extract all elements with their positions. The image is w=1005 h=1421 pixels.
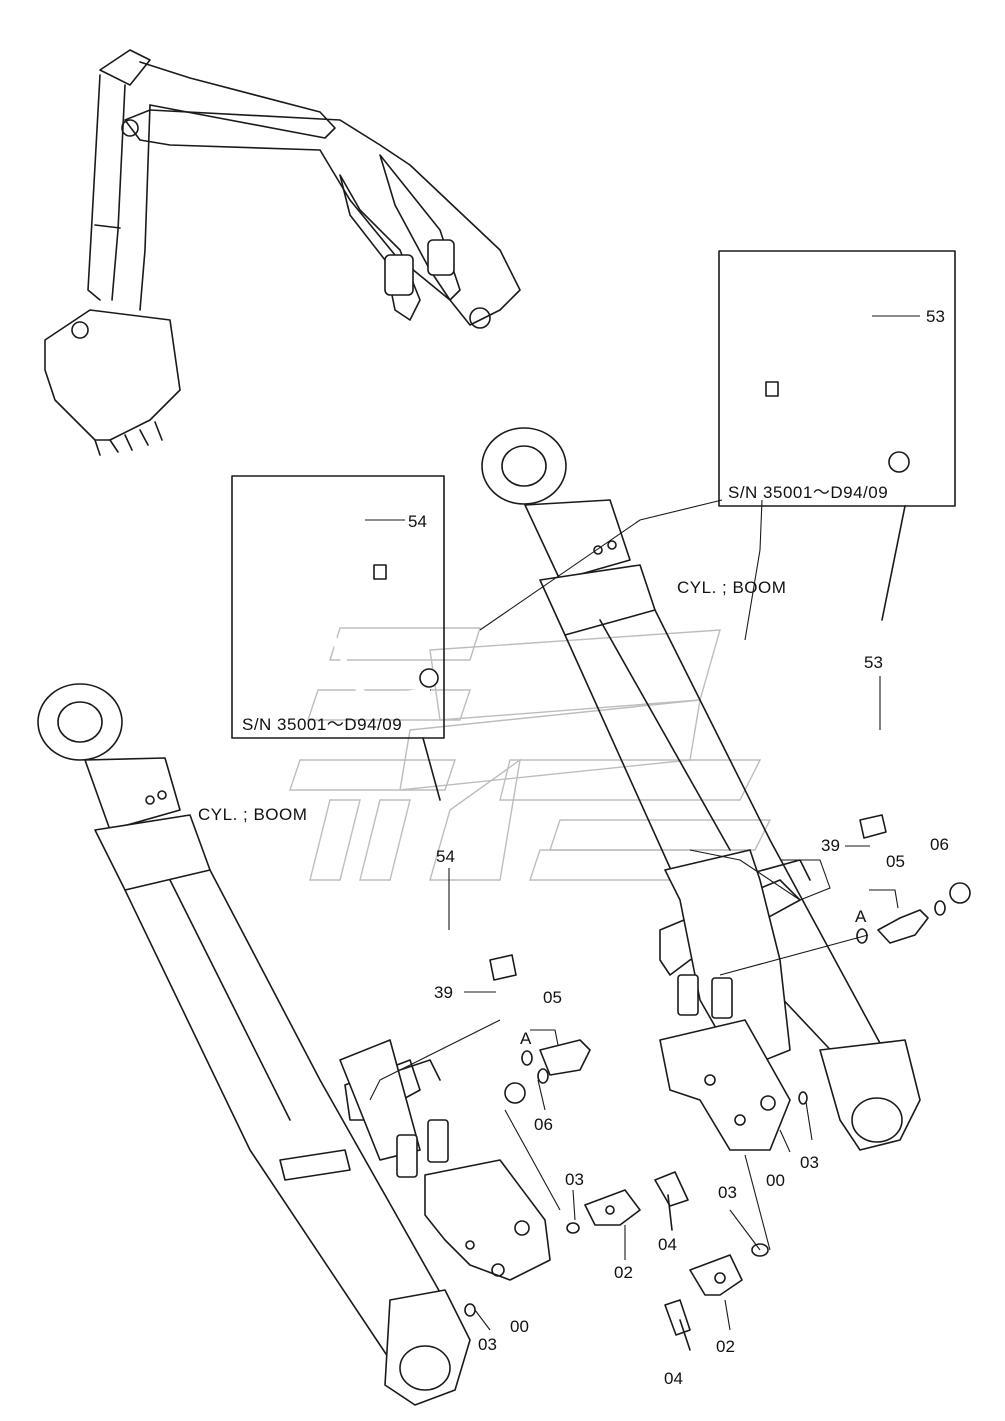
callout-03-left: 03 <box>478 1335 497 1354</box>
part-callouts: 53 54 53 54 39 05 06 A 39 05 A 06 03 00 … <box>408 307 949 1388</box>
callout-03-mid: 03 <box>565 1170 584 1189</box>
boom-cylinder-left <box>37 683 471 1406</box>
callout-a-left: A <box>520 1029 532 1048</box>
callout-a-right: A <box>855 907 867 926</box>
callout-00-right: 00 <box>766 1171 785 1190</box>
valve-assembly-left <box>339 1039 551 1281</box>
callout-03-right-lower: 03 <box>718 1183 737 1202</box>
inset-serial-range-53: S/N 35001～D94/09 <box>728 483 888 502</box>
callout-06-right: 06 <box>930 835 949 854</box>
callout-53-inset: 53 <box>926 307 945 326</box>
callout-00-left: 00 <box>510 1317 529 1336</box>
callout-05-left: 05 <box>543 988 562 1007</box>
callout-03-right-upper: 03 <box>800 1153 819 1172</box>
excavator-front-illustration <box>44 49 521 456</box>
valve-assembly-right <box>659 849 791 1151</box>
callout-39-right: 39 <box>821 836 840 855</box>
callout-04-bottom: 04 <box>664 1369 683 1388</box>
callout-54-inset: 54 <box>408 512 427 531</box>
watermark-logo <box>289 627 772 881</box>
callout-39-left: 39 <box>434 983 453 1002</box>
callout-54-main: 54 <box>436 847 455 866</box>
captions: CYL. ; BOOM CYL. ; BOOM S/N 35001～D94/09… <box>198 483 888 824</box>
pipe-54 <box>369 868 561 1211</box>
inset-serial-range-54: S/N 35001～D94/09 <box>242 715 402 734</box>
callout-02-right: 02 <box>716 1337 735 1356</box>
fittings-right <box>664 889 946 1351</box>
fittings-left <box>464 1029 689 1331</box>
caption-cyl-boom-left: CYL. ; BOOM <box>198 805 307 824</box>
callout-53-main: 53 <box>864 653 883 672</box>
callout-06-left: 06 <box>534 1115 553 1134</box>
callout-05-right: 05 <box>886 852 905 871</box>
caption-cyl-boom-right: CYL. ; BOOM <box>677 578 786 597</box>
pipe-53 <box>689 676 998 904</box>
inset-box-53 <box>479 250 956 641</box>
callout-02-mid: 02 <box>614 1263 633 1282</box>
inset-box-54 <box>231 475 445 801</box>
callout-04-mid: 04 <box>658 1235 677 1254</box>
